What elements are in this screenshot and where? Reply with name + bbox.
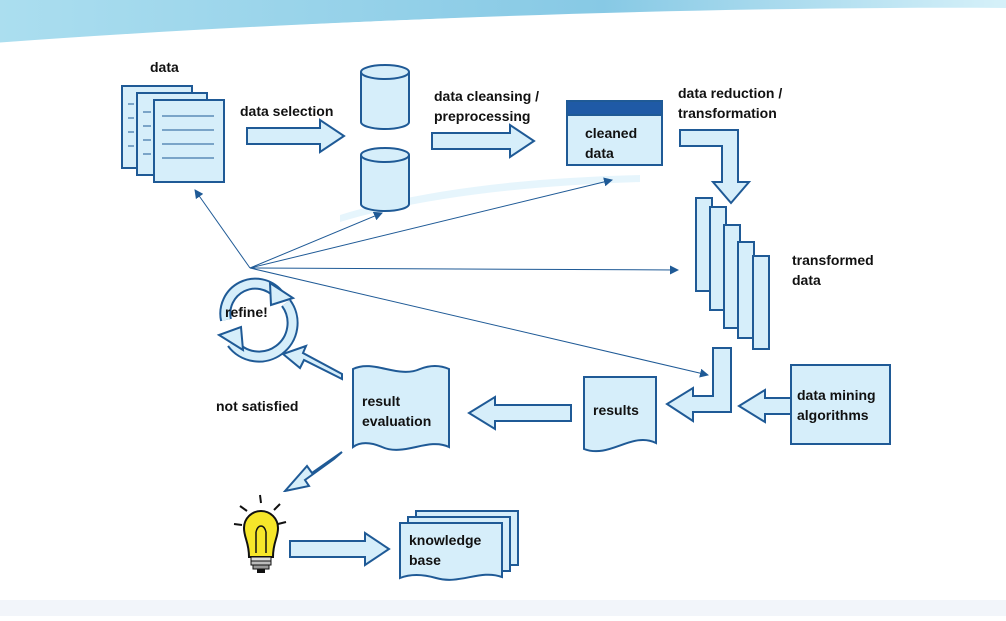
data-mining-box xyxy=(790,364,891,445)
data-mining-arrow xyxy=(737,388,792,424)
data-documents-icon xyxy=(121,85,225,183)
mining-elbow-arrow xyxy=(665,347,732,423)
result-evaluation-label-1: result xyxy=(362,393,400,409)
data-mining-label-1: data mining xyxy=(797,387,876,403)
knowledge-base-label-1: knowledge xyxy=(409,532,482,548)
results-label: results xyxy=(593,402,639,418)
result-evaluation-label-2: evaluation xyxy=(362,413,431,429)
data-selection-label: data selection xyxy=(240,103,333,119)
data-reduction-label-2: transformation xyxy=(678,105,777,121)
cleaned-data-box: cleaned data xyxy=(566,100,663,166)
result-evaluation-document xyxy=(352,365,450,451)
lightbulb-icon xyxy=(232,492,288,578)
data-cleansing-label-1: data cleansing / xyxy=(434,88,539,104)
transformed-data-stack xyxy=(695,197,770,350)
data-selection-arrow xyxy=(246,118,346,154)
database-cylinder-icon-2 xyxy=(360,147,410,212)
results-arrow xyxy=(467,395,572,431)
feedback-lines xyxy=(194,177,709,378)
data-mining-label-2: algorithms xyxy=(797,407,869,423)
knowledge-arrow xyxy=(289,531,391,567)
refine-label: refine! xyxy=(225,304,268,320)
data-reduction-arrow xyxy=(679,129,752,205)
transformed-data-label-2: data xyxy=(792,272,821,288)
results-document xyxy=(583,376,657,453)
cleaned-data-label-1: cleaned xyxy=(585,125,637,141)
evaluation-to-idea-arrow xyxy=(282,451,343,493)
not-satisfied-arrow xyxy=(280,344,343,381)
window-header-bar xyxy=(566,100,663,116)
transformed-data-label-1: transformed xyxy=(792,252,874,268)
data-cleansing-label-2: preprocessing xyxy=(434,108,530,124)
database-cylinder-icon xyxy=(360,64,410,130)
header-swoosh xyxy=(0,0,1006,46)
cleaned-data-label-2: data xyxy=(585,145,614,161)
footer-band xyxy=(0,600,1006,616)
knowledge-base-label-2: base xyxy=(409,552,441,568)
data-cleansing-arrow xyxy=(431,123,536,159)
knowledge-base-stack xyxy=(399,510,519,581)
refresh-cycle-icon xyxy=(216,277,299,363)
data-label: data xyxy=(150,59,179,75)
not-satisfied-label: not satisfied xyxy=(216,398,298,414)
data-reduction-label-1: data reduction / xyxy=(678,85,782,101)
